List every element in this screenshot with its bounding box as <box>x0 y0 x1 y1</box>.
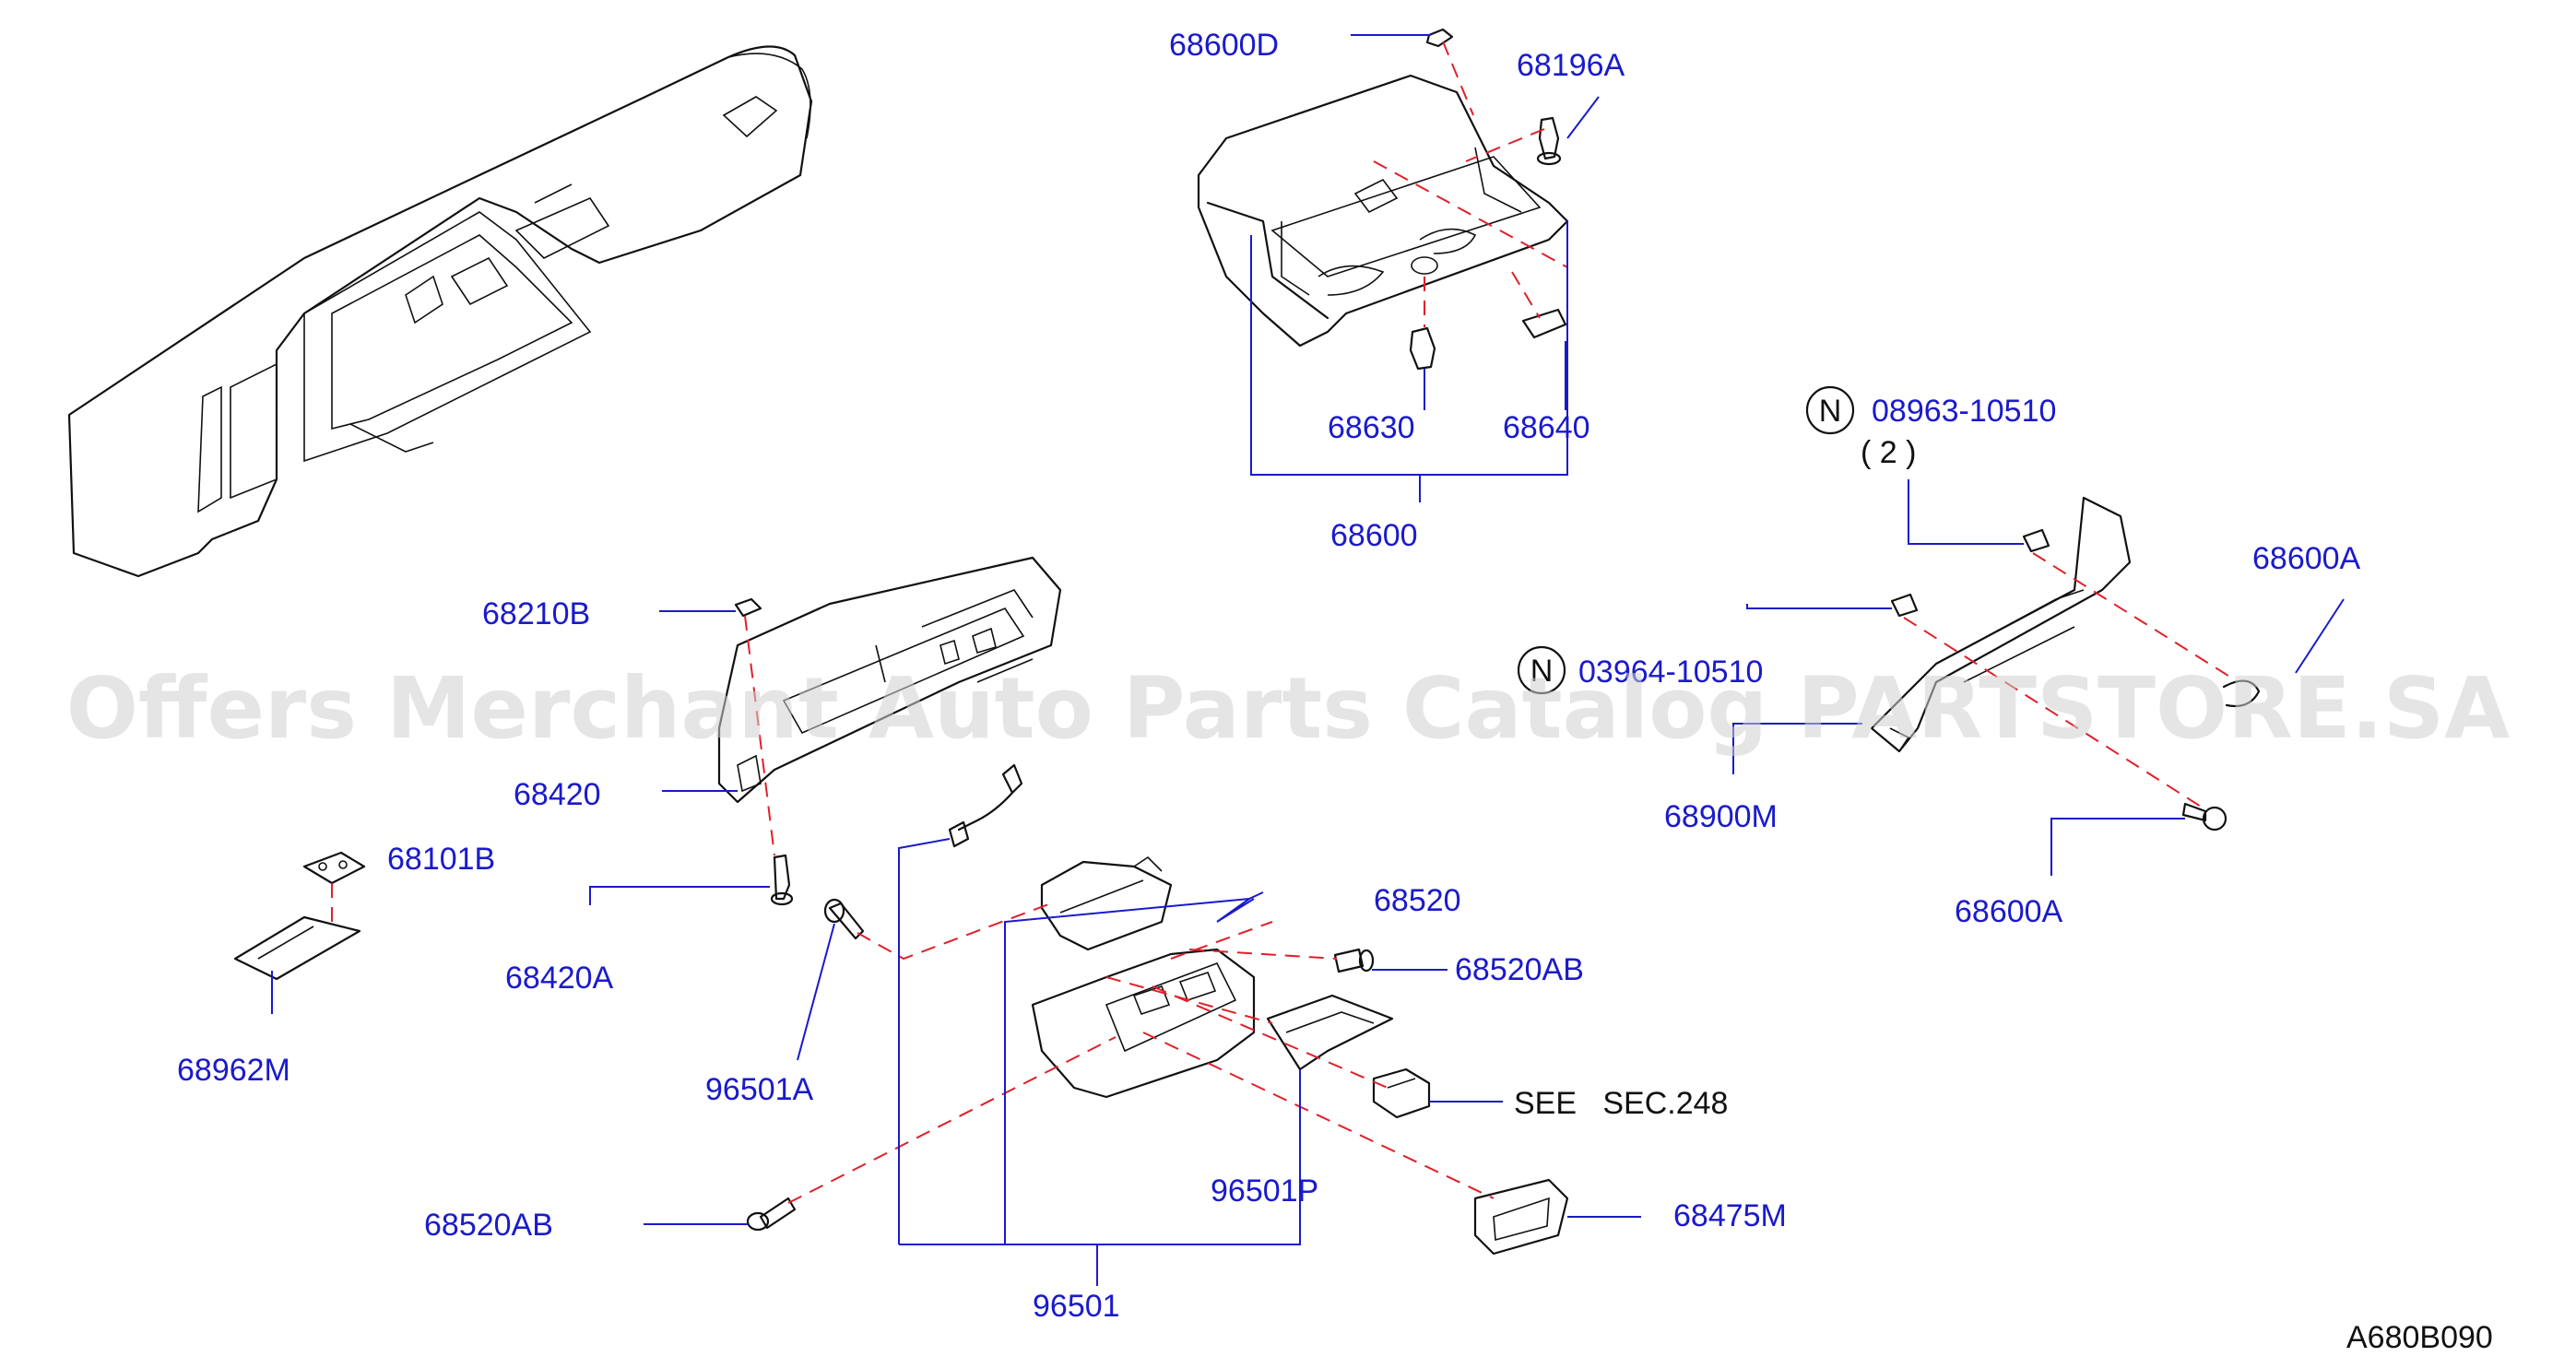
label-68640: 68640 <box>1503 410 1590 445</box>
part-labels: 68600D 68196A 68630 68640 68600 08963-10… <box>177 28 2493 1355</box>
bracket-68101b-68962m-drawing <box>233 851 366 981</box>
n-circle-mid <box>1517 645 1566 695</box>
label-68420a: 68420A <box>505 961 614 996</box>
label-68101b: 68101B <box>387 842 495 877</box>
label-68900m: 68900M <box>1664 799 1778 834</box>
label-68520ab-right: 68520AB <box>1455 952 1584 987</box>
cluster-lid-68420-drawing <box>717 556 1062 906</box>
n-circle-top <box>1805 385 1855 435</box>
leader-lines <box>271 34 2345 1286</box>
label-68475m: 68475M <box>1673 1198 1787 1233</box>
label-68600a-upper: 68600A <box>2252 541 2361 576</box>
label-68962m: 68962M <box>177 1053 290 1088</box>
watermark-text: Offers Merchant Auto Parts Catalog PARTS… <box>66 659 2511 758</box>
label-68520ab-bottom: 68520AB <box>424 1208 553 1243</box>
lower-panel-68900m-drawing <box>1870 496 2261 831</box>
glove-box-68600-drawing <box>1197 28 1569 371</box>
label-see-sec-248: SEE SEC.248 <box>1514 1086 1728 1121</box>
label-68630: 68630 <box>1328 410 1415 445</box>
n-mark-mid: N <box>1530 654 1554 689</box>
label-68520: 68520 <box>1374 883 1461 918</box>
center-console-68520-drawing <box>746 855 1569 1256</box>
label-08963-10510: 08963-10510 <box>1872 394 2056 429</box>
label-68420: 68420 <box>514 777 601 812</box>
label-68600a-lower: 68600A <box>1955 894 2063 929</box>
diagram-code: A680B090 <box>2346 1320 2493 1355</box>
label-68196a: 68196A <box>1517 48 1625 83</box>
label-96501: 96501 <box>1033 1289 1120 1324</box>
label-qty-2: ( 2 ) <box>1861 435 1916 470</box>
instrument-panel-drawing <box>67 45 813 578</box>
n-mark-top: N <box>1819 394 1842 429</box>
n-marks: N N <box>1517 385 1855 695</box>
label-68210b: 68210B <box>482 596 590 631</box>
label-03964-10510: 03964-10510 <box>1578 655 1763 690</box>
label-68600d: 68600D <box>1169 28 1279 63</box>
label-68600: 68600 <box>1330 518 1418 553</box>
label-96501p: 96501P <box>1211 1173 1318 1209</box>
label-96501a: 96501A <box>705 1072 814 1107</box>
assembly-dashed-lines <box>331 41 2232 1204</box>
